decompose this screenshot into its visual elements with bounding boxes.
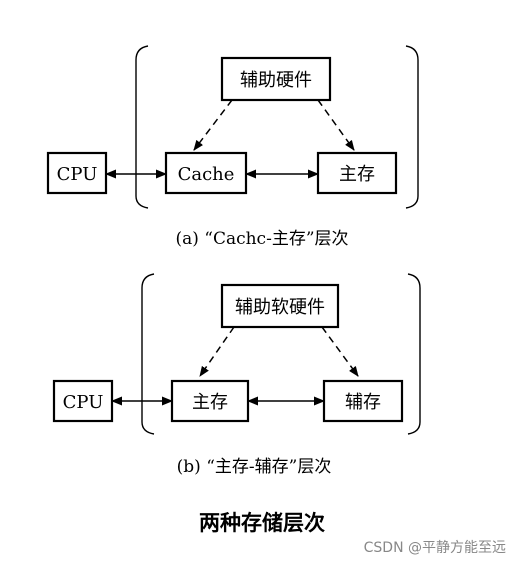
diagram-b-dashed-arrow-to-aux-memory <box>321 326 359 377</box>
diagram-a-node-cpu-label: CPU <box>57 164 98 185</box>
diagram-b-node-aux-software-hardware: 辅助软硬件 <box>220 283 340 329</box>
diagram-b-node-main-memory: 主存 <box>170 379 250 423</box>
diagram-b-node-cpu-label: CPU <box>63 392 104 413</box>
diagram-b-left-bracket <box>141 273 155 435</box>
diagram-a-caption: (a) “Cachc-主存”层次 <box>175 229 348 249</box>
diagram-a-node-aux-hardware-label: 辅助硬件 <box>240 70 312 91</box>
diagram-b-node-aux-software-hardware-label: 辅助软硬件 <box>235 297 325 318</box>
figure-title: 两种存储层次 <box>199 510 325 535</box>
diagram-a: 辅助硬件 CPU Cache 主存 (a) “Cachc-主存”层次 <box>46 45 419 249</box>
diagram-a-node-aux-hardware: 辅助硬件 <box>220 56 332 102</box>
diagram-b-node-main-memory-label: 主存 <box>192 392 228 413</box>
diagram-b-right-bracket <box>407 273 421 435</box>
diagram-b: 辅助软硬件 CPU 主存 辅存 (b) “主存-辅存”层次 <box>52 273 421 477</box>
diagram-a-node-main-memory: 主存 <box>316 151 398 195</box>
diagram-b-dashed-arrow-to-main-memory <box>199 326 235 377</box>
diagram-a-right-bracket <box>405 45 419 209</box>
diagram-a-node-cpu: CPU <box>46 151 108 195</box>
diagram-b-node-cpu: CPU <box>52 379 114 423</box>
diagram-a-node-cache: Cache <box>164 151 248 195</box>
watermark-text: CSDN @平静方能至远 <box>364 540 506 556</box>
diagram-a-node-main-memory-label: 主存 <box>339 164 375 185</box>
diagram-a-dashed-arrow-to-cache <box>193 99 233 151</box>
diagram-b-node-aux-memory: 辅存 <box>322 379 404 423</box>
diagram-a-left-bracket <box>135 45 149 209</box>
diagram-a-node-cache-label: Cache <box>178 164 235 185</box>
diagram-b-node-aux-memory-label: 辅存 <box>345 392 381 413</box>
diagram-b-caption: (b) “主存-辅存”层次 <box>177 457 332 477</box>
diagram-a-dashed-arrow-to-main-memory <box>317 99 355 151</box>
